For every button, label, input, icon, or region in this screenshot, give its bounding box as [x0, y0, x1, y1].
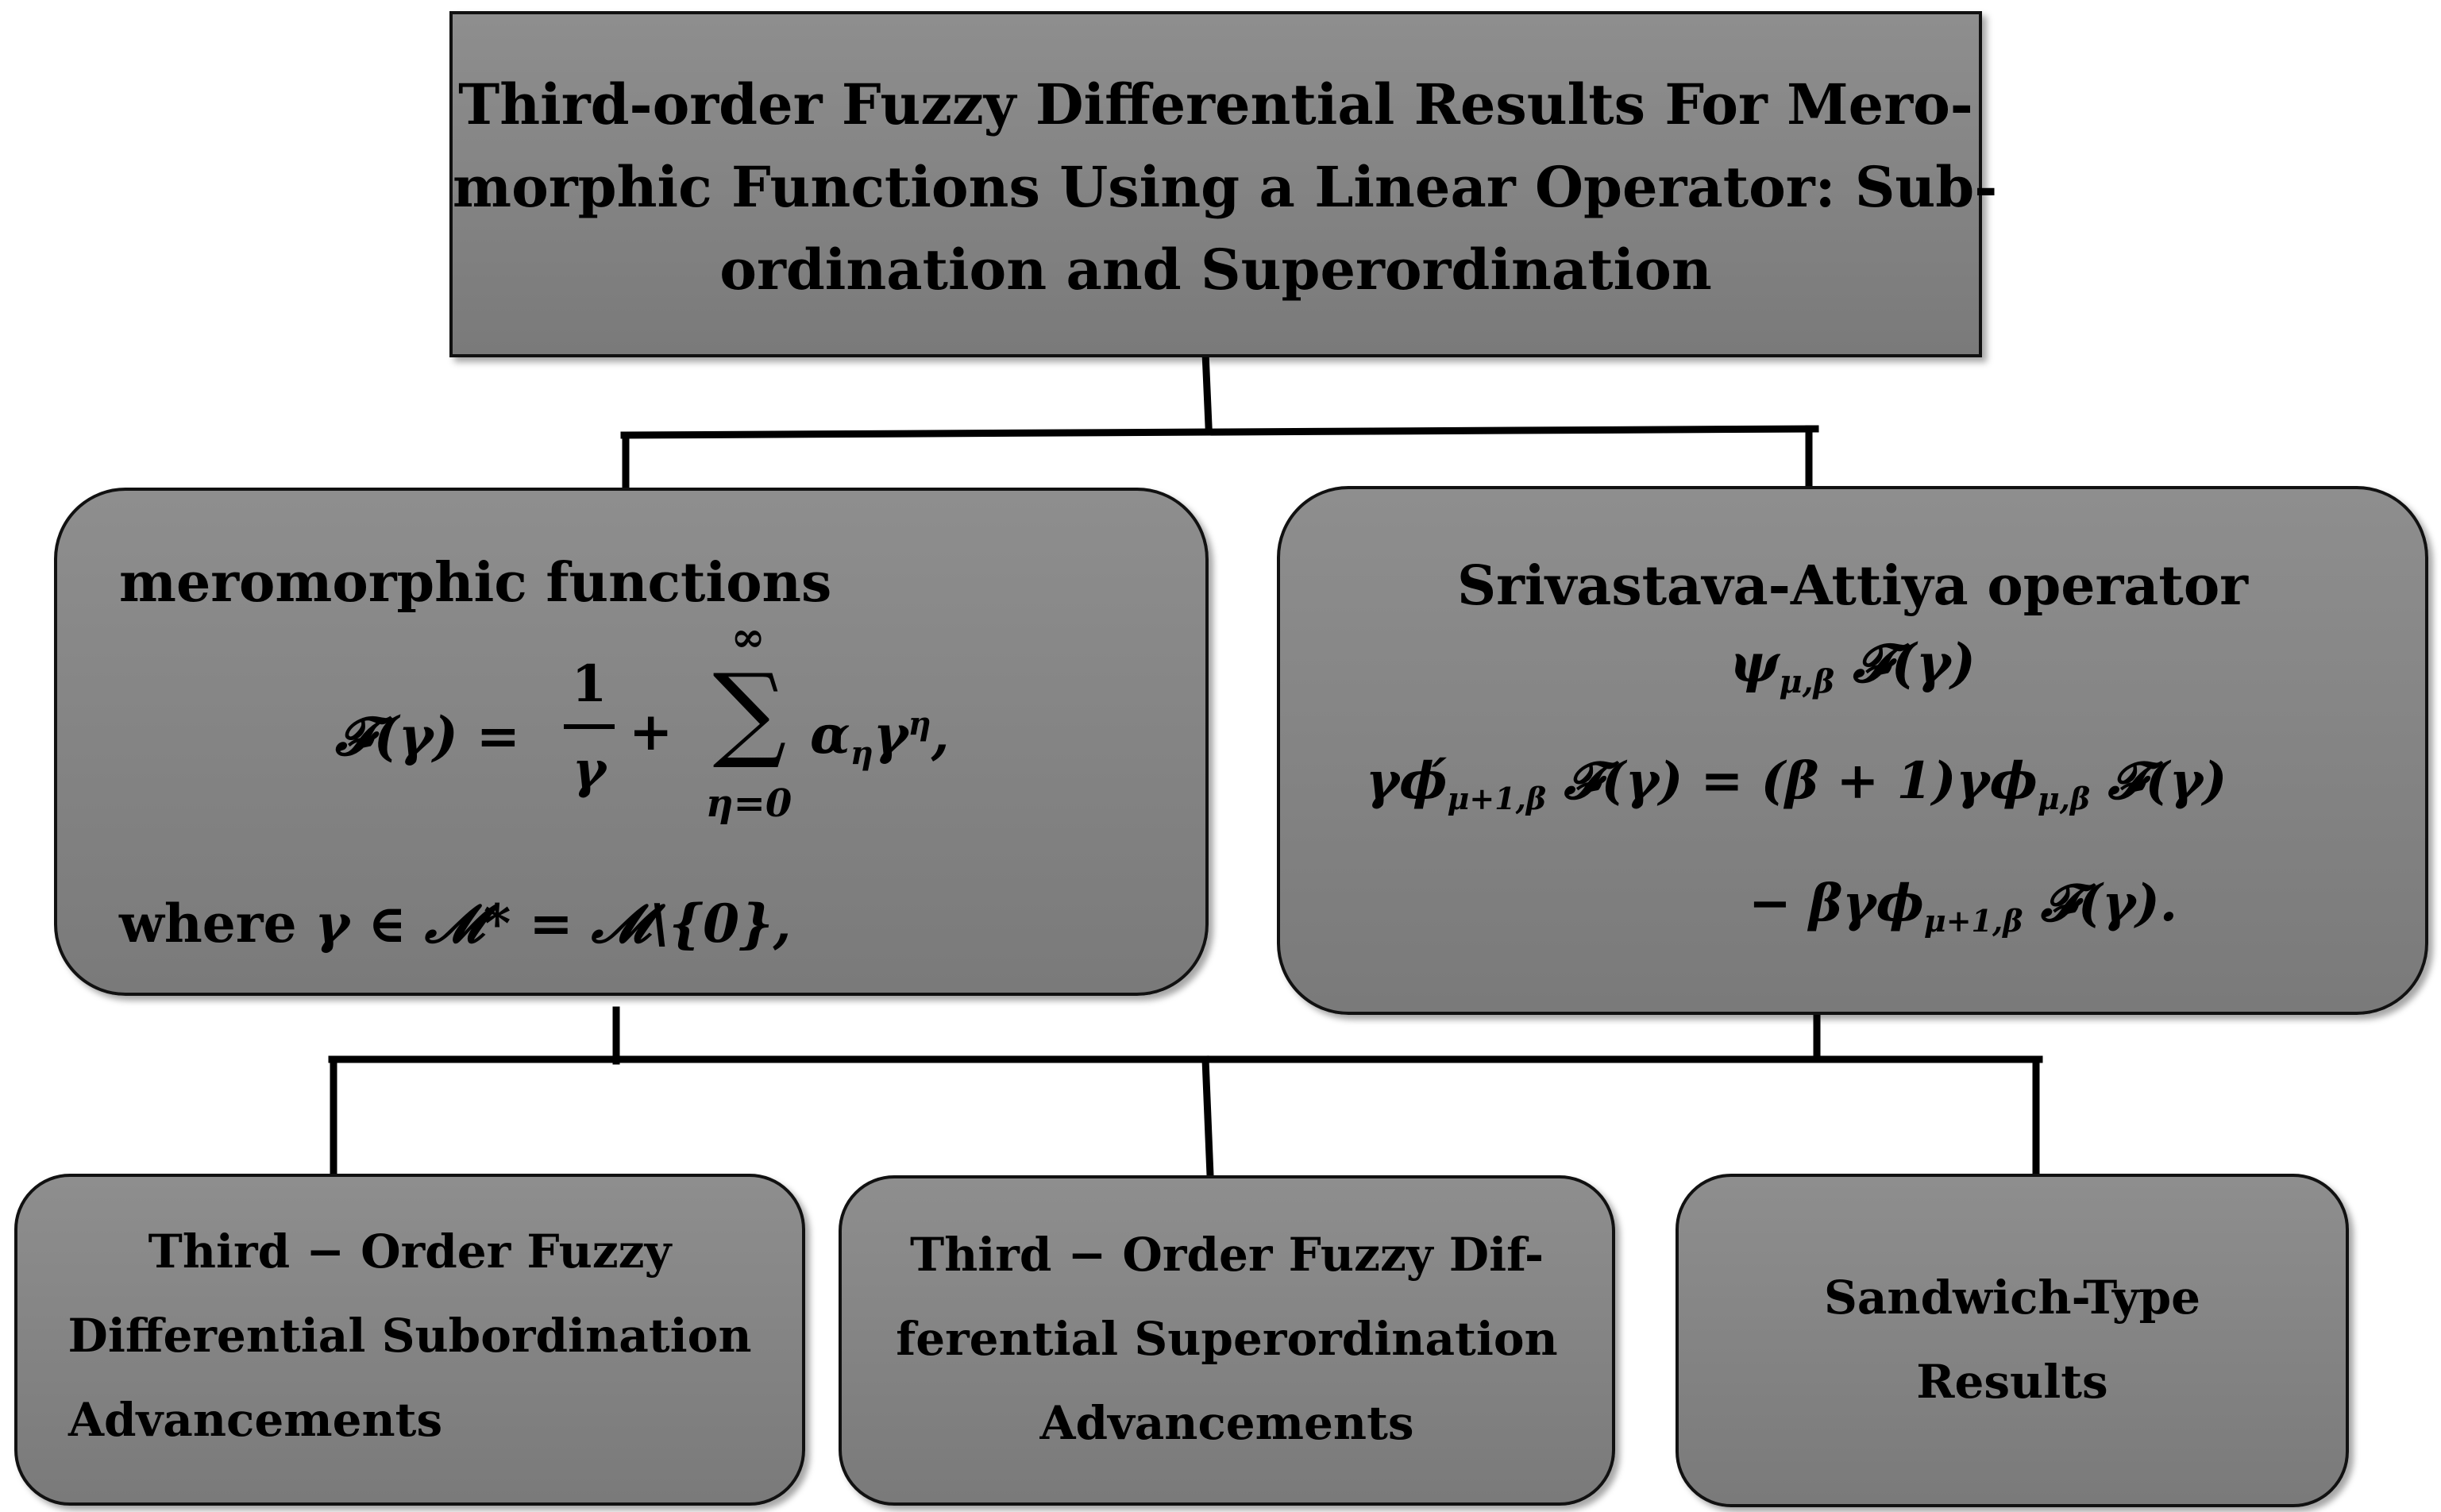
operator-notation: ψμ,β 𝓕(γ) — [1280, 632, 2425, 700]
title-node: Third-order Fuzzy Differential Results F… — [449, 11, 1998, 357]
meromorphic-heading: meromorphic functions — [119, 551, 832, 615]
meromorphic-functions-node: meromorphic functions 𝓕(γ) = 1 γ + ∞ ∑ η… — [54, 488, 1209, 996]
subordination-line-2: Differential Subordination — [67, 1309, 752, 1363]
connector-top-bar — [620, 425, 1819, 439]
title-line-2: morphic Functions Using a Linear Operato… — [453, 154, 1998, 220]
superordination-line-1: Third − Order Fuzzy Dif- — [909, 1228, 1544, 1282]
eq2-part-a: − βγϕ — [1749, 874, 1924, 933]
connector-b2-drop — [1201, 1055, 1214, 1179]
eq1-subscript-a: μ+1,β — [1447, 780, 1547, 816]
eq1-subscript-b: μ,β — [2037, 780, 2091, 816]
sum-lower-limit: η=0 — [705, 781, 792, 826]
fraction-bar — [564, 724, 615, 729]
title-line-1: Third-order Fuzzy Differential Results F… — [458, 71, 1973, 137]
formula-lhs: 𝓕(γ) = — [335, 705, 521, 767]
where-word: where — [119, 893, 297, 955]
fraction-numerator: 1 — [571, 654, 607, 714]
title-line-3: ordination and Superordination — [719, 237, 1712, 303]
sum-term-comma: , — [931, 704, 950, 766]
superordination-line-2: ferential Superordination — [896, 1312, 1558, 1366]
subordination-node: Third − Order Fuzzy Differential Subordi… — [14, 1174, 805, 1506]
operator-psi: ψ — [1730, 632, 1780, 694]
sandwich-line-1: Sandwich-Type — [1823, 1271, 2201, 1325]
eq2-part-b: 𝓕(γ). — [2023, 874, 2178, 933]
sum-symbol: ∑ — [712, 651, 787, 772]
sum-term: αηγη, — [810, 704, 950, 772]
subordination-line-3: Advancements — [68, 1393, 443, 1447]
sum-term-gamma: γ — [873, 704, 908, 766]
sum-term-alpha: α — [810, 704, 850, 766]
superordination-line-3: Advancements — [1039, 1396, 1414, 1450]
eq2-subscript: μ+1,β — [1923, 902, 2023, 939]
eq1-part-a: γϕ́ — [1366, 751, 1448, 811]
superordination-node: Third − Order Fuzzy Dif- ferential Super… — [839, 1175, 1615, 1506]
fraction-denominator: γ — [572, 740, 607, 800]
operator-subscript: μ,β — [1779, 663, 1835, 701]
where-expression: γ ∈ 𝓜* = 𝓜\{0}, — [314, 893, 792, 955]
domain-statement: where γ ∈ 𝓜* = 𝓜\{0}, — [119, 893, 791, 956]
recurrence-equation-line-2: − βγϕμ+1,β 𝓕(γ). — [1749, 874, 2177, 939]
srivastava-heading: Srivastava-Attiya operator — [1457, 554, 2248, 618]
sum-term-subscript: η — [850, 735, 873, 773]
sum-term-superscript: η — [908, 705, 931, 742]
sum-upper-limit: ∞ — [731, 613, 765, 662]
eq1-part-b: 𝓕(γ) = (β + 1)γϕ — [1546, 751, 2038, 811]
srivastava-attiya-node: Srivastava-Attiya operator ψμ,β 𝓕(γ) γϕ́… — [1277, 486, 2428, 1015]
plus-sign: + — [629, 700, 673, 762]
recurrence-equation-line-1: γϕ́μ+1,β 𝓕(γ) = (β + 1)γϕμ,β 𝓕(γ) — [1366, 751, 2227, 816]
sandwich-line-2: Results — [1916, 1355, 2108, 1409]
eq1-part-c: 𝓕(γ) — [2090, 751, 2227, 811]
subordination-line-1: Third − Order Fuzzy — [148, 1225, 672, 1279]
sandwich-results-node: Sandwich-Type Results — [1676, 1174, 2349, 1507]
meromorphic-formula: 𝓕(γ) = 1 γ + ∞ ∑ η=0 αηγη, — [335, 613, 970, 845]
operator-argument: 𝓕(γ) — [1834, 632, 1976, 694]
